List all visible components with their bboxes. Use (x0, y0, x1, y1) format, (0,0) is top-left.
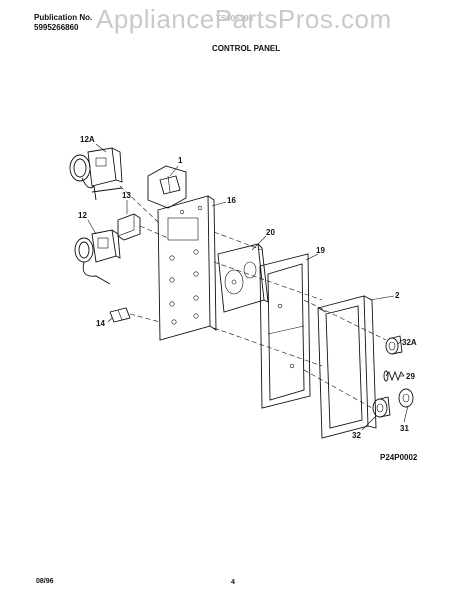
part-2-trim-frame (317, 295, 377, 439)
diagram-code: P24P0002 (380, 453, 418, 462)
callout-2: 2 (395, 291, 400, 300)
callout-14: 14 (96, 319, 105, 328)
watermark: AppliancePartsPros.com (96, 4, 392, 34)
part-14-terminal (109, 307, 161, 323)
leader-lines (87, 143, 409, 431)
model-number: TS006196 (216, 14, 253, 23)
part-20-dial-plate (217, 243, 269, 313)
part-32a-knob (385, 335, 403, 355)
callout-20: 20 (266, 228, 275, 237)
callout-32: 32 (352, 431, 361, 440)
part-32-knob (372, 396, 391, 418)
callout-1: 1 (178, 156, 183, 165)
part-12-thermostat (74, 229, 121, 285)
alignment-lines (119, 185, 387, 409)
footer-date: 08/96 (36, 578, 54, 585)
part-12a-thermostat (69, 147, 123, 201)
callout-32a: 32A (402, 338, 417, 347)
callout-29: 29 (406, 372, 415, 381)
callout-12: 12 (78, 211, 87, 220)
publication-number: 5995266860 (34, 23, 79, 32)
footer-page-number: 4 (231, 579, 235, 586)
section-title: CONTROL PANEL (212, 44, 281, 53)
callout-19: 19 (316, 246, 325, 255)
callout-16: 16 (227, 196, 236, 205)
part-31-knob (398, 388, 414, 408)
part-19-faceplate (259, 253, 311, 409)
part-13-switch (117, 213, 169, 241)
callout-31: 31 (400, 424, 409, 433)
part-1-knob (147, 165, 187, 209)
callout-12a: 12A (80, 135, 95, 144)
callout-13: 13 (122, 191, 131, 200)
publication-label: Publication No. (34, 13, 93, 22)
part-29-spring (383, 370, 405, 382)
part-16-panel-bracket (157, 195, 217, 341)
